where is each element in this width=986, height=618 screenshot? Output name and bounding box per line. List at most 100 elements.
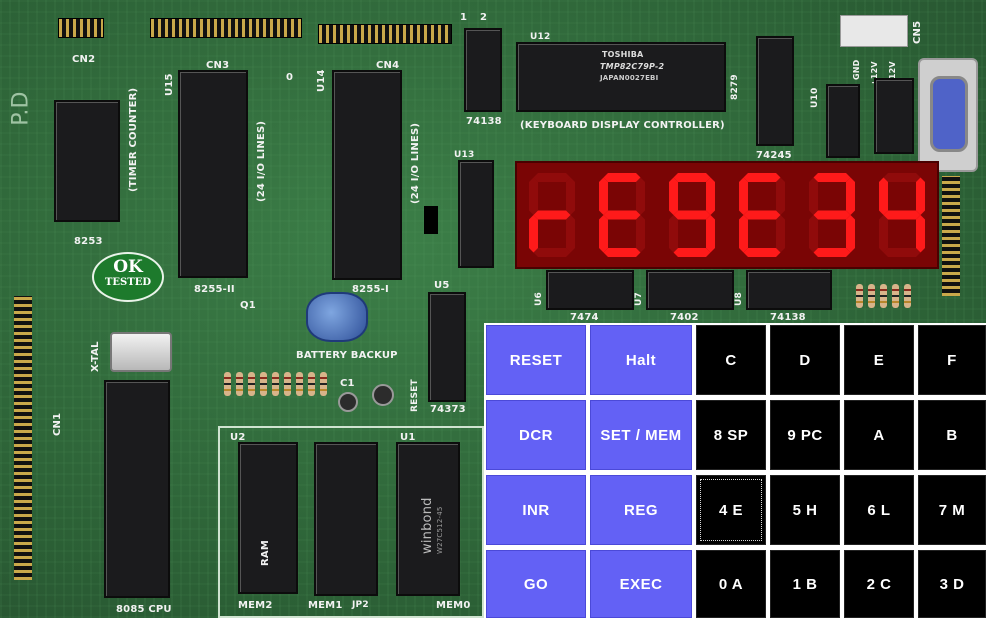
label-u14: U14	[316, 69, 327, 92]
key-label: 7 M	[938, 501, 966, 519]
digit-0-segment-b	[566, 177, 575, 215]
key-2-c[interactable]: 2 C	[844, 550, 914, 618]
toshiba-part: TMP82C79P-2	[600, 62, 665, 71]
digit-4-segment-f	[809, 177, 818, 215]
label-74373: 74373	[430, 404, 466, 415]
crystal	[110, 332, 172, 372]
label-u6: U6	[534, 292, 544, 306]
digit-2-segment-f	[669, 177, 678, 215]
label-8253: 8253	[74, 236, 103, 247]
key-inr[interactable]: INR	[486, 475, 586, 545]
chip-7474	[546, 270, 634, 310]
digit-4-segment-d	[813, 248, 851, 257]
resistor	[272, 372, 279, 396]
key-6-l[interactable]: 6 L	[844, 475, 914, 545]
power-connector	[840, 15, 908, 47]
label-mem0: MEM0	[436, 600, 471, 611]
key-label: C	[725, 351, 737, 369]
digit-5-segment-a	[883, 173, 921, 182]
label-jp2: JP2	[352, 600, 369, 610]
digit-3-segment-b	[776, 177, 785, 215]
digit-3-segment-d	[743, 248, 781, 257]
key-label: DCR	[519, 426, 553, 444]
key-b[interactable]: B	[918, 400, 986, 470]
key-set-mem[interactable]: SET / MEM	[590, 400, 692, 470]
label-pd: P.D	[8, 91, 34, 126]
label-74245: 74245	[756, 150, 792, 161]
key-5-h[interactable]: 5 H	[770, 475, 840, 545]
key-9-pc[interactable]: 9 PC	[770, 400, 840, 470]
key-4-e[interactable]: 4 E	[696, 475, 766, 545]
key-label: 2 C	[866, 575, 892, 593]
label-io-lines-2: (24 I/O LINES)	[410, 122, 421, 204]
connector-cn3	[150, 18, 302, 38]
resistor	[260, 372, 267, 396]
key-1-b[interactable]: 1 B	[770, 550, 840, 618]
key-3-d[interactable]: 3 D	[918, 550, 986, 618]
jumper-black	[424, 206, 438, 234]
digit-4-segment-a	[813, 173, 851, 182]
chip-7402	[646, 270, 734, 310]
digit-1-segment-e	[599, 215, 608, 253]
key-0-a[interactable]: 0 A	[696, 550, 766, 618]
resistor	[308, 372, 315, 396]
ok-tested-sticker: OK TESTED	[92, 252, 164, 302]
key-8-sp[interactable]: 8 SP	[696, 400, 766, 470]
label-u1: U1	[400, 432, 416, 443]
key-c[interactable]: C	[696, 325, 766, 395]
digit-3-segment-e	[739, 215, 748, 253]
label-cn4: CN4	[376, 60, 400, 71]
chip-8253	[54, 100, 120, 222]
key-reset[interactable]: RESET	[486, 325, 586, 395]
digit-5-segment-e	[879, 215, 888, 253]
label-timer-counter: (TIMER COUNTER)	[128, 87, 139, 192]
digit-1-segment-a	[603, 173, 641, 182]
digit-0-segment-d	[533, 248, 571, 257]
key-label: F	[947, 351, 957, 369]
key-dcr[interactable]: DCR	[486, 400, 586, 470]
key-label: 9 PC	[787, 426, 823, 444]
key-halt[interactable]: Halt	[590, 325, 692, 395]
label-cn2: CN2	[72, 54, 96, 65]
resistor	[868, 284, 875, 308]
label-8255-i: 8255-I	[352, 284, 389, 295]
winbond-part: W27C512-45	[436, 506, 444, 554]
label-io-lines-1: (24 I/O LINES)	[256, 120, 267, 202]
digit-4-segment-c	[846, 215, 855, 253]
chip-74138-top	[464, 28, 502, 112]
resistor	[284, 372, 291, 396]
chip-u13	[458, 160, 494, 268]
chip-ram	[238, 442, 298, 594]
resistor	[856, 284, 863, 308]
label-7474: 7474	[570, 312, 599, 323]
digit-1-segment-d	[603, 248, 641, 257]
label-u13: U13	[454, 150, 475, 160]
key-f[interactable]: F	[918, 325, 986, 395]
digit-2-segment-b	[706, 177, 715, 215]
key-label: E	[873, 351, 885, 369]
label-74138-bottom: 74138	[770, 312, 806, 323]
key-e[interactable]: E	[844, 325, 914, 395]
digit-3-segment-a	[743, 173, 781, 182]
header-right	[942, 176, 960, 296]
key-label: GO	[523, 575, 549, 593]
key-a[interactable]: A	[844, 400, 914, 470]
key-label: EXEC	[619, 575, 663, 593]
key-go[interactable]: GO	[486, 550, 586, 618]
key-label: 3 D	[939, 575, 965, 593]
key-d[interactable]: D	[770, 325, 840, 395]
chip-8255-i	[332, 70, 402, 280]
label-q1: Q1	[240, 300, 256, 311]
tested-text: TESTED	[104, 277, 152, 288]
digit-3-segment-f	[739, 177, 748, 215]
key-7-m[interactable]: 7 M	[918, 475, 986, 545]
label-gnd: GND	[852, 59, 861, 80]
key-reg[interactable]: REG	[590, 475, 692, 545]
chip-winbond: winbond W27C512-45	[396, 442, 460, 596]
key-label: 4 E	[718, 501, 743, 519]
digit-1-segment-c	[636, 215, 645, 253]
key-exec[interactable]: EXEC	[590, 550, 692, 618]
label-7402: 7402	[670, 312, 699, 323]
label-ram: RAM	[260, 540, 271, 566]
